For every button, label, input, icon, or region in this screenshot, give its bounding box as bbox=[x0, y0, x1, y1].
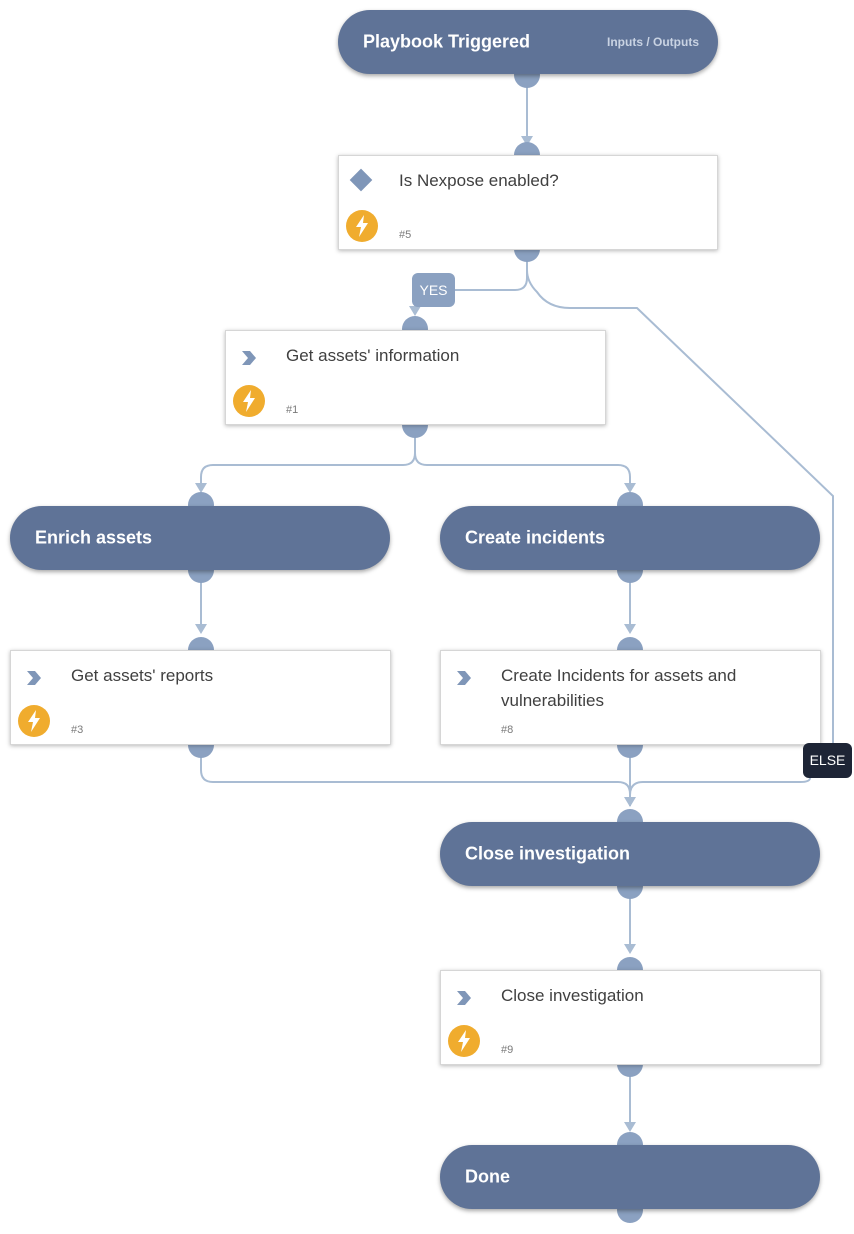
arrowhead bbox=[195, 624, 207, 634]
edge-yes-to-get-info bbox=[454, 248, 528, 291]
edge-reports-to-close bbox=[200, 745, 631, 795]
task-label: Get assets' information bbox=[286, 346, 460, 365]
task-create-incidents[interactable]: Create Incidents for assets and vulnerab… bbox=[440, 650, 821, 745]
section-title: Close investigation bbox=[465, 843, 631, 864]
task-label: Close investigation bbox=[501, 986, 644, 1005]
chevron-icon bbox=[27, 671, 41, 685]
lightning-icon bbox=[346, 210, 378, 242]
diamond-icon bbox=[349, 168, 373, 192]
task-number: #1 bbox=[286, 404, 299, 416]
section-enrich-assets[interactable]: Enrich assets bbox=[10, 506, 390, 570]
edge-else bbox=[526, 260, 834, 755]
lightning-icon bbox=[233, 385, 265, 417]
edge-else-to-close bbox=[629, 777, 811, 806]
section-create-incidents[interactable]: Create incidents bbox=[440, 506, 820, 570]
chevron-icon bbox=[457, 991, 471, 1005]
condition-task[interactable]: Is Nexpose enabled? #5 bbox=[338, 155, 718, 250]
task-get-assets-information[interactable]: Get assets' information #1 bbox=[225, 330, 606, 425]
yes-branch-badge[interactable]: YES bbox=[412, 273, 455, 307]
lightning-icon bbox=[18, 705, 50, 737]
else-branch-badge[interactable]: ELSE bbox=[803, 743, 852, 778]
end-node[interactable]: Done bbox=[440, 1145, 820, 1209]
section-title: Enrich assets bbox=[35, 527, 153, 548]
edge-info-split bbox=[200, 425, 416, 488]
arrowhead bbox=[624, 624, 636, 634]
section-close-investigation[interactable]: Close investigation bbox=[440, 822, 820, 886]
section-title: Create incidents bbox=[465, 527, 606, 548]
task-number: #3 bbox=[71, 724, 84, 736]
task-number: #5 bbox=[399, 229, 412, 241]
start-node[interactable]: Playbook Triggered Inputs / Outputs bbox=[338, 10, 718, 74]
task-number: #9 bbox=[501, 1044, 514, 1056]
inputs-outputs-link[interactable]: Inputs / Outputs bbox=[607, 35, 699, 49]
arrowhead bbox=[521, 136, 533, 146]
arrowhead bbox=[624, 1122, 636, 1132]
arrowhead bbox=[195, 483, 207, 493]
arrowhead bbox=[624, 797, 636, 807]
task-close-investigation[interactable]: Close investigation #9 bbox=[440, 970, 821, 1065]
task-label: Get assets' reports bbox=[71, 666, 214, 685]
start-title: Playbook Triggered bbox=[363, 31, 531, 52]
arrowhead bbox=[624, 944, 636, 954]
chevron-icon bbox=[457, 671, 471, 685]
task-get-assets-reports[interactable]: Get assets' reports #3 bbox=[10, 650, 391, 745]
end-title: Done bbox=[465, 1166, 510, 1187]
lightning-icon bbox=[448, 1025, 480, 1057]
task-label: Create Incidents for assets and vulnerab… bbox=[501, 666, 737, 710]
task-number: #8 bbox=[501, 724, 514, 736]
chevron-icon bbox=[242, 351, 256, 365]
edge-info-split-right bbox=[414, 452, 631, 488]
condition-label: Is Nexpose enabled? bbox=[399, 171, 559, 190]
arrowhead bbox=[409, 306, 421, 316]
arrowhead bbox=[624, 483, 636, 493]
